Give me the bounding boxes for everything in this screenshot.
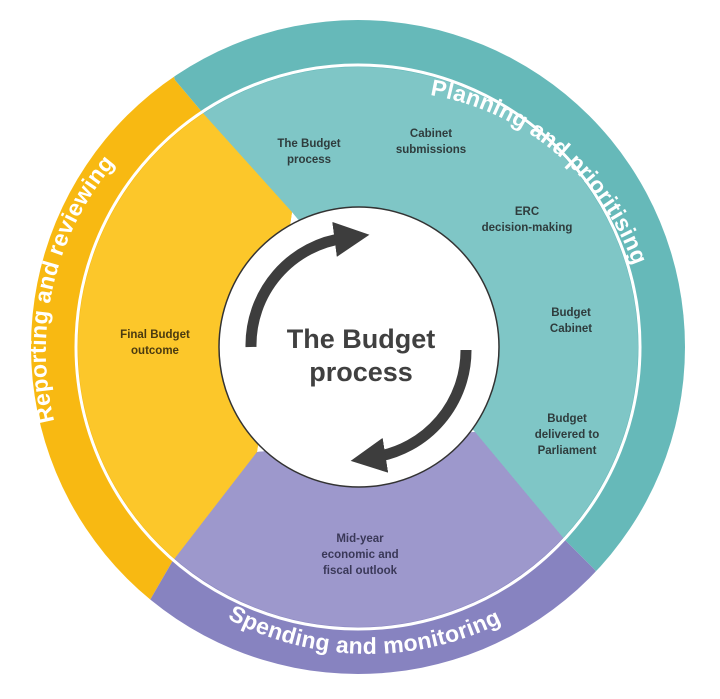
step-the-budget-process[interactable]: The Budget process xyxy=(277,138,340,166)
svg-text:Mid-year: Mid-year xyxy=(336,533,384,545)
step-erc-decision-making[interactable]: ERC decision-making xyxy=(482,206,573,234)
step-budget-cabinet[interactable]: Budget Cabinet xyxy=(550,307,592,335)
cycle-arrows-icon xyxy=(245,221,472,473)
step-final-budget-outcome[interactable]: Final Budget outcome xyxy=(120,329,190,357)
center-title-line2: process xyxy=(309,357,413,387)
ring-divider xyxy=(74,63,642,631)
svg-text:Cabinet: Cabinet xyxy=(550,323,592,335)
svg-text:delivered to: delivered to xyxy=(535,429,600,441)
svg-text:economic and: economic and xyxy=(321,549,398,561)
svg-text:Budget: Budget xyxy=(547,413,587,425)
svg-text:ERC: ERC xyxy=(515,206,539,218)
center-circle xyxy=(218,206,500,488)
svg-text:Cabinet: Cabinet xyxy=(410,128,452,140)
svg-text:submissions: submissions xyxy=(396,144,466,156)
svg-text:Final Budget: Final Budget xyxy=(120,329,190,341)
svg-text:Budget: Budget xyxy=(551,307,591,319)
svg-text:The Budget: The Budget xyxy=(277,138,340,150)
sector-reporting[interactable] xyxy=(0,0,292,699)
svg-text:decision-making: decision-making xyxy=(482,222,573,234)
sector-spending[interactable] xyxy=(100,432,640,699)
arrow-top-icon xyxy=(245,221,370,348)
svg-text:fiscal outlook: fiscal outlook xyxy=(323,565,398,577)
svg-text:process: process xyxy=(287,154,331,166)
step-budget-delivered-to-parliament[interactable]: Budget delivered to Parliament xyxy=(535,413,600,457)
center-title-line1: The Budget xyxy=(287,324,436,354)
step-mid-year-economic-and-fiscal-outlook[interactable]: Mid-year economic and fiscal outlook xyxy=(321,533,398,577)
svg-text:Parliament: Parliament xyxy=(538,445,597,457)
step-cabinet-submissions[interactable]: Cabinet submissions xyxy=(396,128,466,156)
arrow-bottom-icon xyxy=(350,349,472,473)
svg-text:outcome: outcome xyxy=(131,345,179,357)
